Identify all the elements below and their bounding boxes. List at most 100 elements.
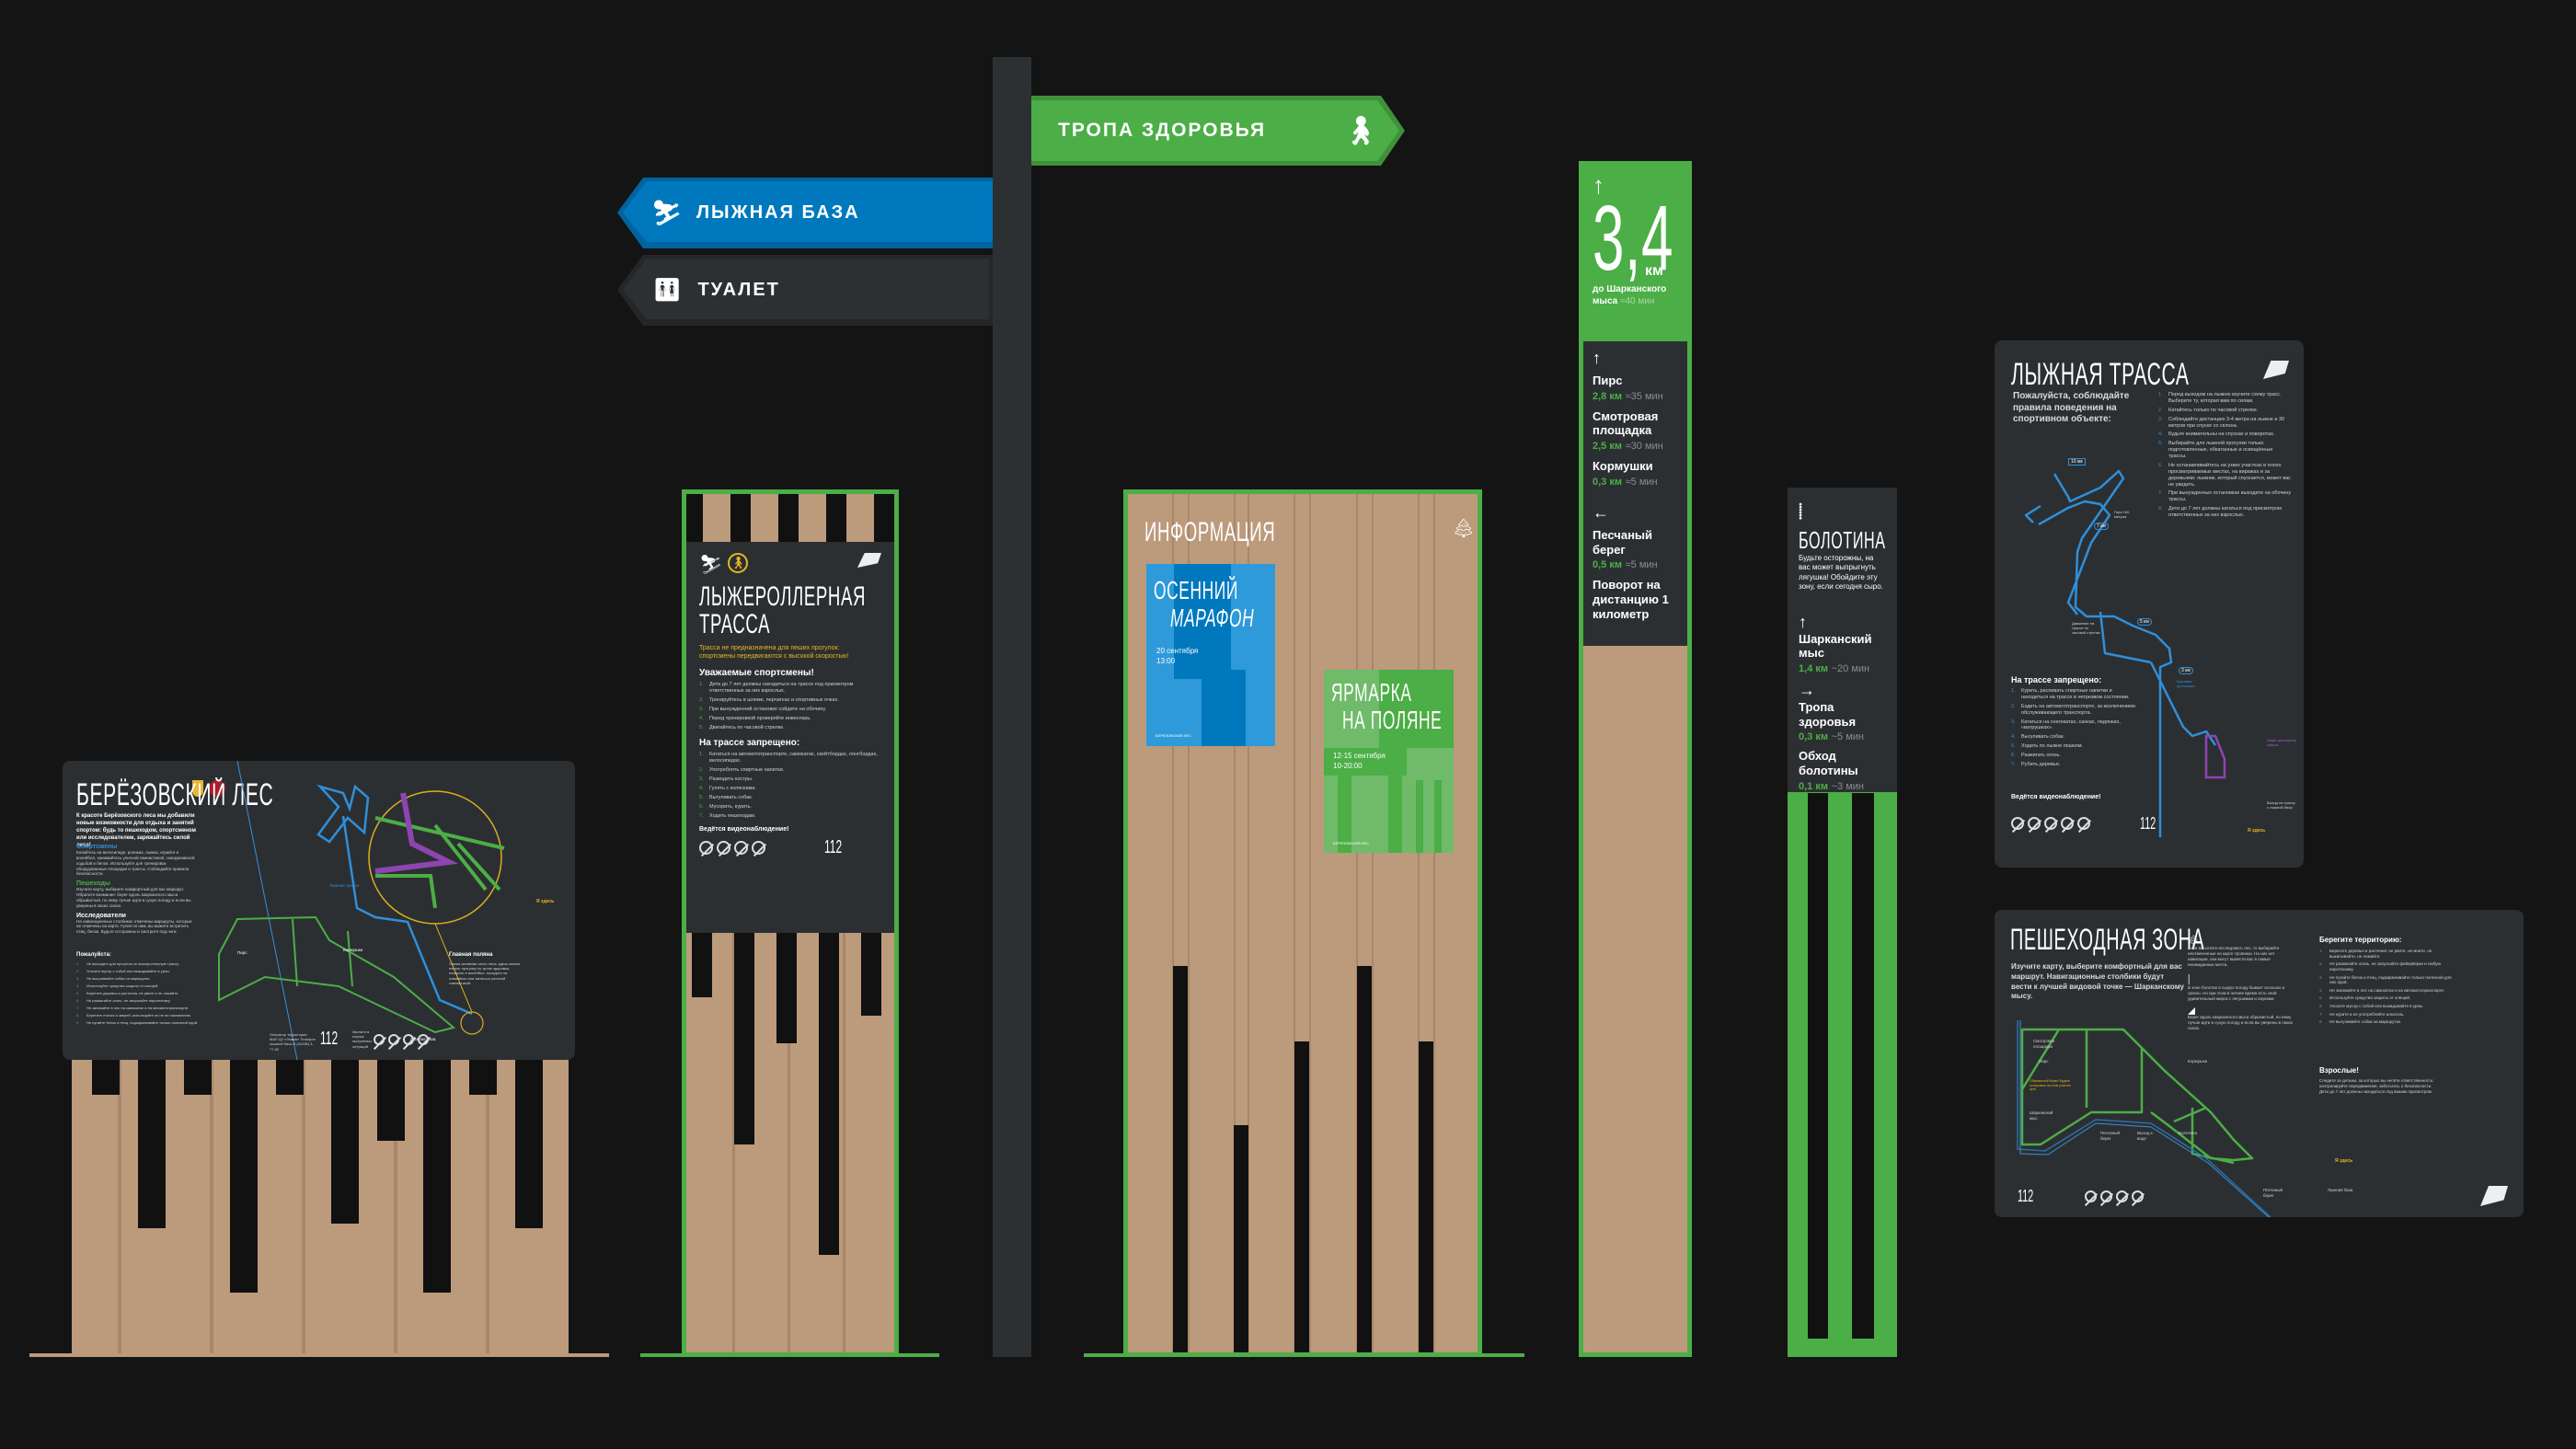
ski-rules-list: Перед выходом на лыжню изучите схему тра… bbox=[2158, 392, 2292, 522]
ski-forbidden-title: На трассе запрещено: bbox=[2011, 675, 2102, 684]
skier-icon: ⛷︎ bbox=[651, 199, 684, 226]
roller-warning: Трасса не предназначена для пеших прогул… bbox=[699, 645, 849, 661]
berezovsky-map bbox=[218, 761, 505, 1060]
map-label-5km: 5 км bbox=[2137, 618, 2152, 626]
reeds-icon: ⸽ bbox=[1799, 504, 1803, 520]
sign-tualet-row: 🚻︎ ТУАЛЕТ bbox=[653, 255, 780, 326]
please-item: Не выходите для прогулок на лыжероллерну… bbox=[76, 961, 179, 966]
distance-dest-text: до Шарканского мыса bbox=[1593, 284, 1667, 306]
dear-item: Перед тренировкой проверяйте инвентарь. bbox=[699, 715, 811, 722]
sign-tualet-label: ТУАЛЕТ bbox=[697, 280, 780, 300]
poster-date: 20 сентября bbox=[1156, 647, 1199, 655]
emergency-text: Звоните в случае экстренных ситуаций bbox=[351, 1029, 373, 1049]
map-label-krug: Круговая дистанция bbox=[2177, 679, 2195, 689]
ski-trail-panel: ЛЫЖНАЯ ТРАССА Пожалуйста, соблюдайте пра… bbox=[1995, 340, 2304, 868]
sign-tualet bbox=[617, 255, 993, 326]
ski-rule: Катайтесь только по часовой стрелке. bbox=[2158, 407, 2259, 414]
distance-unit: км bbox=[1645, 263, 1663, 279]
distance-value-row: 3,4 км bbox=[1593, 192, 1678, 284]
dear-item: При вынужденной остановке сойдите на обо… bbox=[699, 706, 827, 713]
section-title: Исследователи bbox=[76, 912, 126, 919]
destination-time: ≈30 мин bbox=[1625, 440, 1663, 452]
sign-lyzhnaya-label: ЛЫЖНАЯ БАЗА bbox=[696, 202, 860, 223]
floor-line bbox=[29, 1353, 609, 1357]
map-label-kormushki: Кормушки bbox=[343, 948, 363, 952]
section-text: Изучите карту, выберите комфортный для в… bbox=[76, 887, 191, 908]
roller-stand-slats-top bbox=[703, 494, 874, 545]
ski-rule: Дети до 7 лет должны кататься под присмо… bbox=[2158, 506, 2282, 518]
destination-time: ≈5 мин bbox=[1625, 476, 1658, 488]
destination-distance: 1,4 км bbox=[1799, 662, 1828, 674]
dear-item: Двигайтесь по часовой стрелке. bbox=[699, 724, 785, 731]
no-fire-icon bbox=[717, 840, 730, 855]
no-motor-icon bbox=[418, 1034, 429, 1045]
care-item: Не разжигайте огонь, не запускайте фейер… bbox=[2319, 961, 2441, 972]
emergency-number: 112 bbox=[2140, 814, 2156, 833]
no-motor-icon bbox=[2061, 817, 2074, 830]
turn-note: Поворот на дистанцию 1 километр bbox=[1593, 578, 1669, 621]
blue-trail bbox=[316, 784, 473, 1016]
signpost-pole bbox=[993, 57, 1031, 1357]
here-label: Я здесь bbox=[536, 899, 555, 904]
sign-lyzhnaya-row: ⛷︎ ЛЫЖНАЯ БАЗА bbox=[651, 178, 860, 248]
no-walking-icon bbox=[2044, 817, 2057, 830]
ski-rule: Не останавливайтесь на узких участках в … bbox=[2158, 462, 2291, 488]
berezovsky-legs bbox=[72, 1058, 569, 1357]
no-fire-icon bbox=[2028, 817, 2041, 830]
please-item: Берегите деревья и растения, не рвите и … bbox=[76, 991, 179, 995]
destination-time: ~20 мин bbox=[1831, 662, 1870, 674]
destination-name: Песчаный берег bbox=[1593, 527, 1653, 557]
please-item: Не заезжайте в лес на самокатах и на авт… bbox=[76, 1006, 190, 1010]
emergency-number: 112 bbox=[2018, 1187, 2034, 1205]
section-text: На навигационных столбиках отмечены марш… bbox=[76, 918, 192, 935]
poster-time: 10-20:00 bbox=[1333, 762, 1363, 770]
ski-rule: Будьте внимательны на спусках и поворота… bbox=[2158, 431, 2275, 438]
ski-subtitle: Пожалуйста, соблюдайте правила поведения… bbox=[2013, 391, 2130, 424]
no-motor-icon bbox=[752, 840, 765, 855]
roller-panel: ⛷︎🚶︎ ЛЫЖЕРОЛЛЕРНАЯ ТРАССА Трасса не пред… bbox=[686, 542, 894, 933]
ski-forbidden-list: Курить, распивать спиртные напитки и нах… bbox=[2011, 688, 2140, 771]
map-label-roller: Лыже-роллерная трасса bbox=[2267, 738, 2296, 748]
please-title: Пожалуйста: bbox=[76, 952, 111, 958]
map-label-cliff: Обрывистый берег! Будьте осторожны на эт… bbox=[2030, 1079, 2071, 1092]
please-item: Используйте средства защиты от клещей. bbox=[76, 983, 159, 988]
walker-icon: 🚶︎ bbox=[1342, 115, 1380, 146]
swamp-post: ⸽ БОЛОТИНА Будьте осторожны, на вас може… bbox=[1788, 488, 1897, 1357]
map-label-exit: Выход на трассу с лыжной базы bbox=[2267, 800, 2295, 811]
ski-rule: Перед выходом на лыжню изучите схему тра… bbox=[2158, 392, 2282, 404]
please-item: Берегите птичек и зверей, используйте их… bbox=[76, 1013, 191, 1018]
no-pedestrian-icon: 🚶︎ bbox=[728, 553, 749, 573]
arrow-up-icon: ↑ bbox=[1593, 349, 1601, 367]
adults-title: Взрослые! bbox=[2319, 1066, 2359, 1075]
glavnaya-title: Главная поляна bbox=[449, 952, 493, 958]
poster-time: 13:00 bbox=[1156, 657, 1176, 665]
care-title: Берегите территорию: bbox=[2319, 936, 2402, 944]
please-item: Не разжигайте огонь, не запускайте пирот… bbox=[76, 998, 171, 1003]
info-stand-slats bbox=[1172, 494, 1435, 1352]
berezovsky-intro: К красоте Берёзовского леса мы добавили … bbox=[76, 813, 196, 849]
destination-distance: 0,3 км bbox=[1593, 476, 1622, 488]
floor-line bbox=[640, 1353, 939, 1357]
here-label: Я здесь bbox=[2335, 1158, 2353, 1164]
no-swimming-icon bbox=[2011, 817, 2024, 830]
roller-stand-legs bbox=[686, 933, 894, 1352]
adults-text: Следите за детьми, за которых вы несёте … bbox=[2319, 1078, 2434, 1094]
destination-name: Шарканский мыс bbox=[1799, 631, 1872, 661]
destination-distance: 0,1 км bbox=[1799, 780, 1828, 792]
care-item: Не пугайте белок и птиц, подкармливайте … bbox=[2319, 974, 2452, 985]
map-label-pirs: Пирс bbox=[237, 950, 247, 955]
map-label-pirs: Пирс bbox=[2039, 1059, 2049, 1064]
forbidden-item: Ходить пешеходам. bbox=[699, 812, 756, 820]
care-item: Используйте средства защиты от клещей. bbox=[2319, 995, 2411, 1001]
here-label: Я здесь bbox=[2248, 828, 2266, 834]
no-motor-icon bbox=[2131, 1190, 2144, 1202]
poster-title-line2: МАРАФОН bbox=[1170, 604, 1255, 632]
walk-map bbox=[2017, 1020, 2271, 1217]
floor-line bbox=[1084, 1353, 1524, 1357]
no-fire-icon bbox=[388, 1034, 399, 1045]
